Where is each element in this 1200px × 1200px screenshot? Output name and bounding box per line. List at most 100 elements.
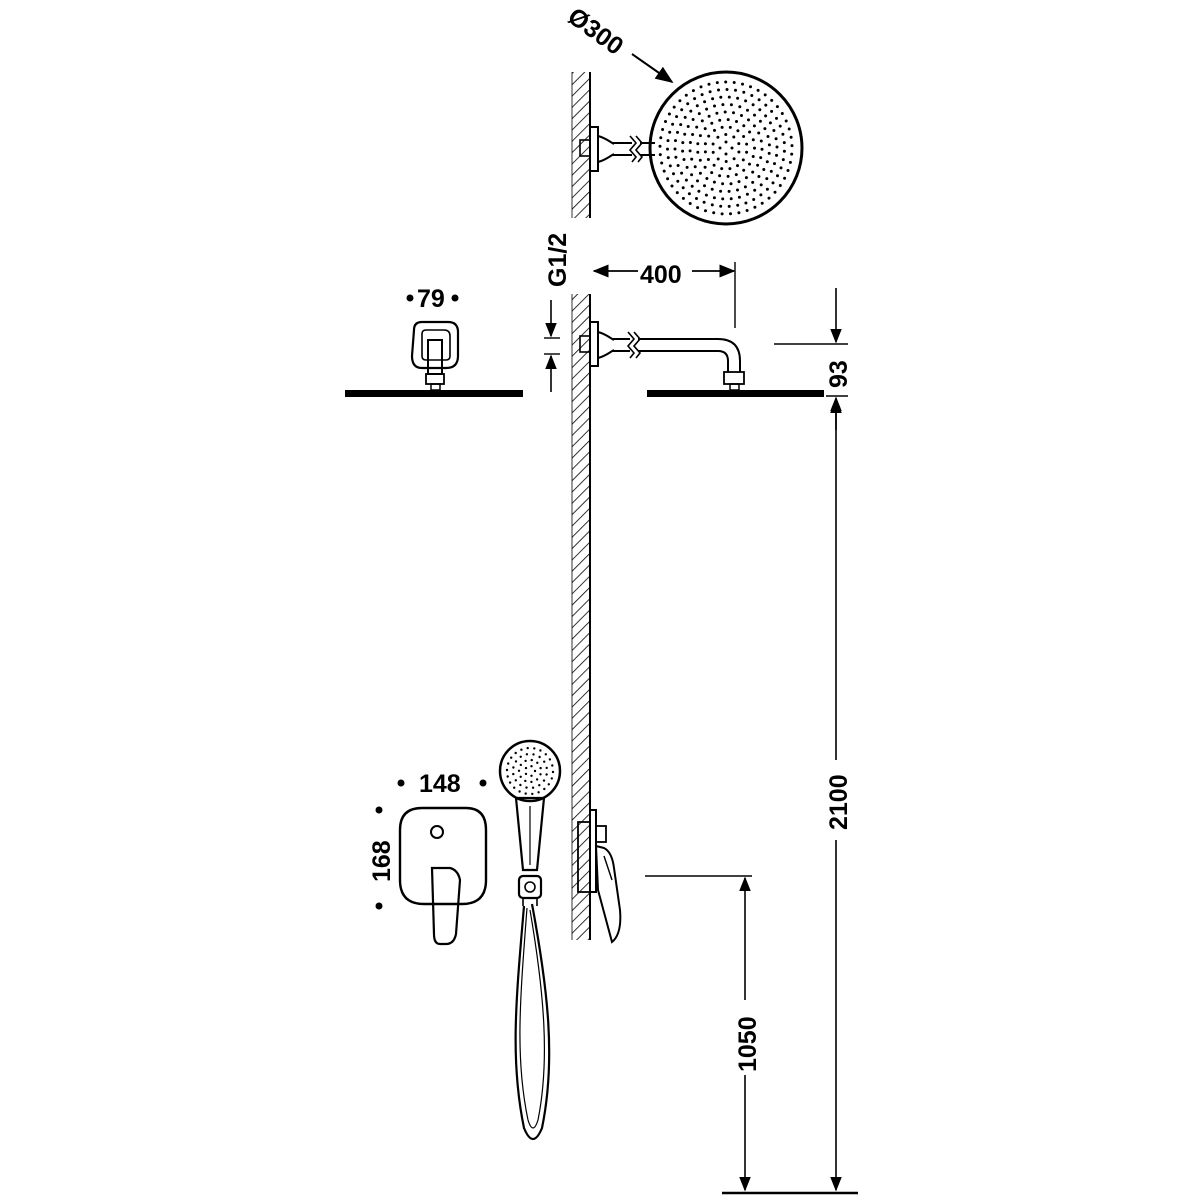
nozzle-dot bbox=[688, 202, 692, 205]
thread-label: G1/2 bbox=[544, 233, 572, 287]
nozzle-dot bbox=[778, 184, 782, 187]
nozzle-dot bbox=[752, 198, 756, 201]
mixer-front-view: 148 168 bbox=[368, 770, 488, 946]
nozzle-dot bbox=[763, 127, 767, 131]
nozzle-dot bbox=[519, 755, 522, 758]
nozzle-dot bbox=[697, 189, 701, 193]
nozzle-dot bbox=[729, 182, 733, 186]
nozzle-dot bbox=[525, 786, 528, 789]
nozzle-dot bbox=[674, 155, 678, 159]
hand-nozzle-pattern bbox=[505, 746, 555, 796]
nozzle-dot bbox=[668, 164, 672, 168]
nozzle-dot bbox=[691, 133, 695, 136]
nozzle-dot bbox=[748, 130, 752, 134]
nozzle-dot bbox=[723, 110, 727, 114]
nozzle-dot bbox=[676, 130, 679, 134]
nozzle-dot bbox=[773, 162, 776, 166]
nozzle-dot bbox=[771, 181, 775, 185]
nozzle-dot bbox=[666, 156, 670, 160]
nozzle-dot bbox=[686, 102, 690, 106]
head-connector-label: 79 bbox=[417, 285, 445, 313]
nozzle-dot bbox=[721, 103, 725, 107]
nozzle-dot bbox=[729, 212, 732, 216]
nozzle-dot bbox=[682, 158, 686, 161]
nozzle-dot bbox=[675, 191, 679, 195]
nozzle-dot bbox=[526, 746, 529, 750]
nozzle-dot bbox=[688, 141, 692, 144]
nozzle-dot bbox=[773, 190, 777, 194]
nozzle-dot bbox=[759, 156, 763, 160]
nozzle-dot bbox=[698, 171, 702, 175]
head-front-view: 79 bbox=[345, 285, 523, 397]
nozzle-dot bbox=[533, 769, 537, 773]
nozzle-dot bbox=[712, 211, 716, 215]
nozzle-dot bbox=[736, 188, 739, 192]
nozzle-dot bbox=[728, 167, 732, 171]
nozzle-dot bbox=[674, 139, 677, 143]
nozzle-dot bbox=[696, 206, 700, 210]
nozzle-dot bbox=[683, 132, 687, 136]
nozzle-dot bbox=[743, 185, 747, 189]
nozzle-dot bbox=[512, 766, 515, 769]
nozzle-dot bbox=[734, 88, 737, 92]
nozzle-dot bbox=[505, 768, 509, 772]
head-height-dimension: 2100 bbox=[825, 398, 853, 1192]
nozzle-dot bbox=[737, 150, 741, 154]
shower-plate-front bbox=[345, 390, 523, 397]
nozzle-dot bbox=[751, 155, 755, 158]
nozzle-dot bbox=[760, 147, 764, 151]
nozzle-dot bbox=[539, 766, 542, 770]
nozzle-dot bbox=[744, 99, 748, 103]
nozzle-dot bbox=[734, 173, 738, 177]
nozzle-dot bbox=[768, 121, 772, 125]
nozzle-dot bbox=[710, 171, 714, 175]
nozzle-dot bbox=[691, 89, 695, 93]
nozzle-dot bbox=[514, 751, 517, 755]
nozzle-dot bbox=[781, 132, 785, 136]
nozzle-dot bbox=[658, 144, 662, 148]
head-drop-dimension: 93 bbox=[774, 288, 853, 430]
nozzle-dot bbox=[685, 165, 689, 169]
nozzle-dot bbox=[742, 135, 746, 138]
nozzle-dot bbox=[659, 136, 663, 140]
nozzle-dot bbox=[765, 187, 769, 191]
nozzle-dot bbox=[703, 100, 707, 104]
thread-dimension: G1/2 bbox=[544, 233, 572, 392]
mixer-height-label: 1050 bbox=[734, 1016, 762, 1072]
nozzle-dot bbox=[551, 764, 554, 767]
mixer-plate bbox=[398, 806, 488, 906]
nozzle-dot bbox=[695, 125, 699, 129]
nozzle-dot bbox=[696, 150, 700, 154]
mixer-width-label: 148 bbox=[419, 770, 461, 798]
nozzle-dot bbox=[519, 763, 522, 767]
nozzle-dot bbox=[721, 182, 725, 186]
nozzle-dot bbox=[681, 141, 685, 145]
nozzle-dot bbox=[719, 95, 723, 99]
nozzle-dot bbox=[720, 125, 724, 129]
nozzle-dot bbox=[741, 158, 745, 162]
nozzle-dot bbox=[727, 95, 731, 99]
nozzle-dot bbox=[782, 141, 786, 145]
nozzle-dot bbox=[530, 765, 533, 768]
nozzle-dot bbox=[679, 123, 683, 127]
nozzle-dot bbox=[517, 769, 521, 772]
nozzle-dot bbox=[678, 99, 682, 103]
nozzle-dot bbox=[775, 105, 779, 109]
nozzle-dot bbox=[738, 105, 742, 109]
nozzle-dot bbox=[760, 201, 764, 205]
nozzle-dot bbox=[696, 142, 700, 146]
nozzle-dot bbox=[757, 131, 761, 135]
nozzle-dot bbox=[664, 120, 667, 123]
nozzle-dot bbox=[707, 134, 711, 138]
nozzle-dot bbox=[726, 174, 730, 178]
nozzle-dot bbox=[670, 184, 674, 188]
nozzle-dot bbox=[514, 779, 517, 782]
nozzle-dot bbox=[704, 209, 707, 213]
nozzle-dot bbox=[741, 82, 744, 86]
nozzle-dot bbox=[676, 164, 680, 167]
nozzle-dot bbox=[752, 124, 756, 128]
shower-plate-side bbox=[647, 390, 824, 397]
nozzle-dot bbox=[715, 111, 719, 115]
nozzle-dot bbox=[767, 151, 771, 155]
nozzle-dot bbox=[520, 748, 523, 751]
